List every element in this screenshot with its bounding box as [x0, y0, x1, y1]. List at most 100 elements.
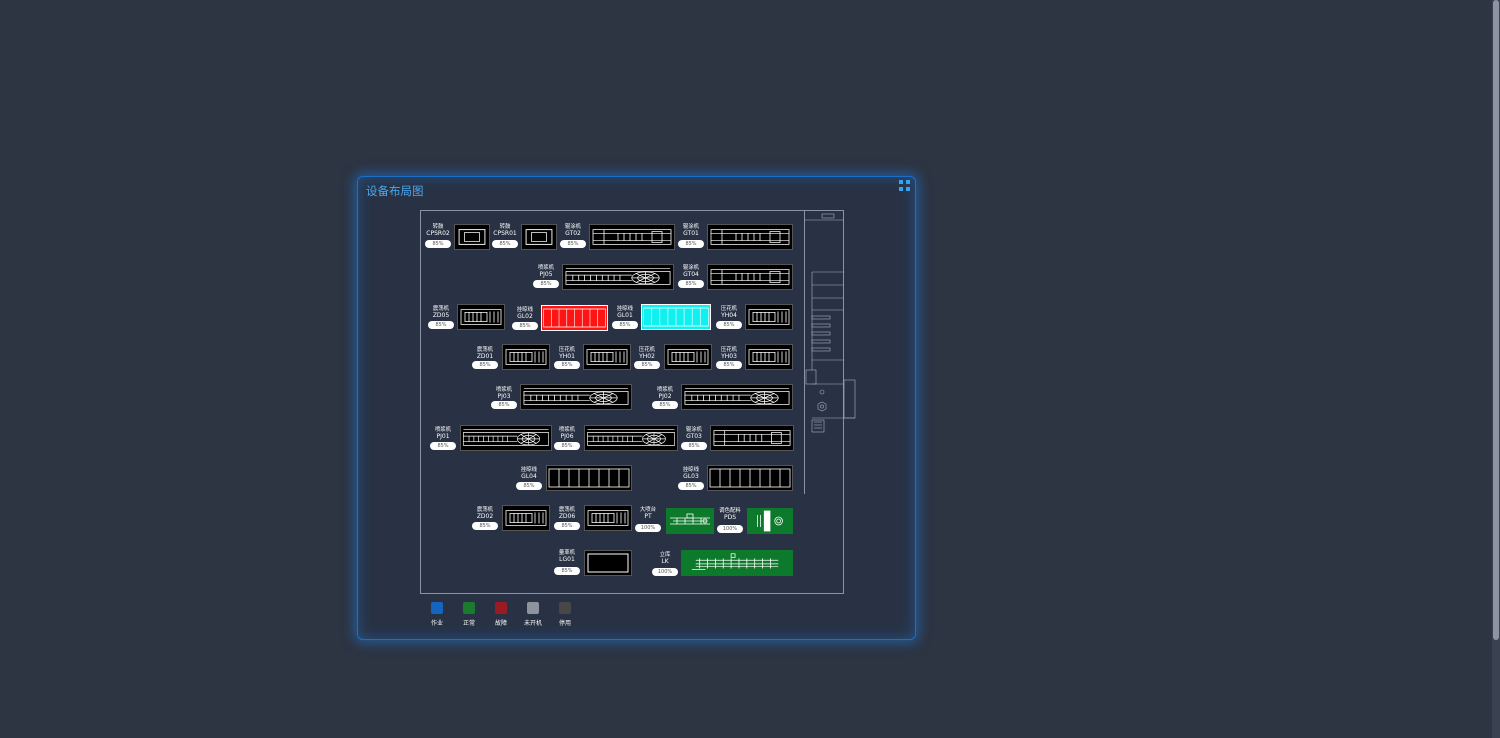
equipment-name: 大喷台 [639, 506, 657, 513]
equipment-name: 喷浆机 [656, 386, 674, 393]
legend-item-fault: 故障 [489, 602, 513, 627]
rate-pill-zd01: 85% [472, 361, 498, 369]
equipment-code: YH03 [721, 353, 737, 360]
rate-pill-yh03: 85% [716, 361, 742, 369]
machine-gt01[interactable] [707, 224, 793, 250]
rate-pill-cpsr01: 85% [492, 240, 518, 248]
legend-item-off: 未开机 [519, 602, 547, 627]
floor-plan-boundary [420, 210, 844, 594]
machine-pt[interactable] [666, 508, 714, 534]
machine-gl04[interactable] [546, 465, 632, 491]
equipment-name: 压花机 [638, 346, 656, 353]
page-scrollbar[interactable] [1492, 0, 1500, 738]
legend-swatch [463, 602, 475, 614]
machine-gl03[interactable] [707, 465, 793, 491]
equipment-name: 调色配料 [719, 507, 741, 514]
machine-pj02[interactable] [681, 384, 793, 410]
machine-lk[interactable] [681, 550, 793, 576]
equipment-name: 挂晾线 [616, 305, 634, 312]
equipment-name: 震荡机 [476, 346, 494, 353]
legend-label: 未开机 [523, 620, 542, 627]
machine-zd02[interactable] [502, 505, 550, 531]
machine-pj05[interactable] [562, 264, 674, 290]
equipment-code: YH02 [639, 353, 655, 360]
equipment-code: ZD06 [558, 513, 576, 520]
floor-plan-side-structure [804, 213, 856, 433]
machine-pj01[interactable] [460, 425, 552, 451]
equipment-code: CPSR02 [426, 230, 450, 237]
machine-gt03[interactable] [710, 425, 794, 451]
scrollbar-thumb[interactable] [1493, 0, 1499, 640]
equipment-code: ZD02 [476, 513, 494, 520]
rate-pill-pj01: 85% [430, 442, 456, 450]
equipment-code: PJ06 [560, 433, 574, 440]
machine-yh04[interactable] [745, 304, 793, 330]
rate-pill-pj02: 85% [652, 401, 678, 409]
machine-lg01[interactable] [584, 550, 632, 576]
machine-pj03[interactable] [520, 384, 632, 410]
machine-zd01[interactable] [502, 344, 550, 370]
equipment-name: 震荡机 [432, 305, 450, 312]
machine-yh03[interactable] [745, 344, 793, 370]
fullscreen-icon[interactable] [899, 180, 910, 191]
legend-swatch [495, 602, 507, 614]
equipment-code: GT01 [683, 230, 699, 237]
equipment-name: 震荡机 [558, 506, 576, 513]
equipment-code: CPSR01 [493, 230, 517, 237]
rate-pill-cpsr02: 85% [425, 240, 451, 248]
rate-pill-gt01: 85% [678, 240, 704, 248]
rate-pill-gt02: 85% [560, 240, 586, 248]
equipment-name: 辊涂机 [685, 426, 703, 433]
legend-item-normal: 正常 [457, 602, 481, 627]
equipment-code: LG01 [559, 556, 575, 563]
equipment-code: GT04 [683, 271, 699, 278]
machine-gl01[interactable] [641, 304, 711, 330]
machine-gt04[interactable] [707, 264, 793, 290]
machine-pj06[interactable] [584, 425, 678, 451]
machine-zd05[interactable] [457, 304, 505, 330]
machine-yh01[interactable] [583, 344, 631, 370]
machine-pds[interactable] [747, 508, 793, 534]
equipment-name: 辊涂机 [564, 223, 582, 230]
machine-cpsr02[interactable] [454, 224, 490, 250]
equipment-code: PJ03 [497, 393, 511, 400]
machine-cpsr01[interactable] [521, 224, 557, 250]
rate-pill-pds: 100% [717, 525, 743, 533]
legend-swatch [527, 602, 539, 614]
rate-pill-pj03: 85% [491, 401, 517, 409]
equipment-name: 喷浆机 [558, 426, 576, 433]
equipment-code: ZD01 [476, 353, 494, 360]
rate-pill-gl04: 85% [516, 482, 542, 490]
machine-gl02[interactable] [541, 305, 608, 331]
rate-pill-pj05: 85% [533, 280, 559, 288]
rate-pill-gt03: 85% [681, 442, 707, 450]
equipment-code: PDS [723, 514, 737, 521]
rate-pill-yh02: 85% [634, 361, 660, 369]
equipment-name: 压花机 [720, 305, 738, 312]
machine-yh02[interactable] [664, 344, 712, 370]
legend-swatch [559, 602, 571, 614]
machine-zd06[interactable] [584, 505, 632, 531]
machine-gt02[interactable] [589, 224, 675, 250]
equipment-code: GT02 [565, 230, 581, 237]
